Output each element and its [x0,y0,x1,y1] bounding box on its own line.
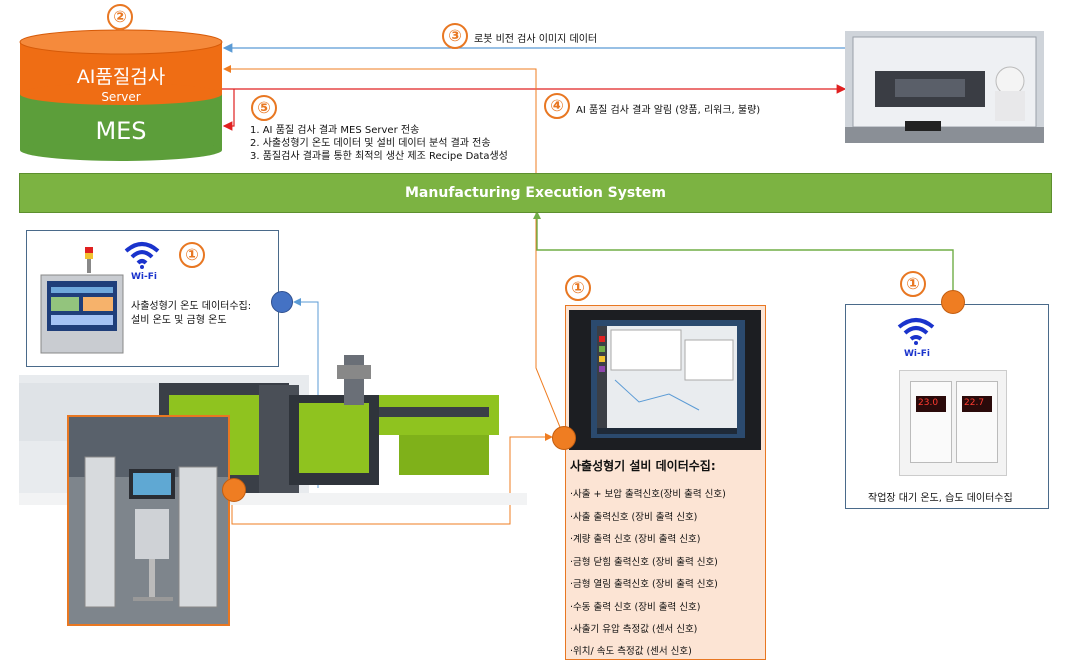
flow5-list: 1. AI 품질 검사 결과 MES Server 전송 2. 사출성형기 온도… [250,124,508,163]
flow3-label: 로봇 비전 검사 이미지 데이터 [474,34,598,45]
equipment-item: ·사출 출력신호 (장비 출력 신호) [570,512,698,523]
sensor-photo: 23.0 22.7 [899,370,1007,476]
equipment-connector-dot [552,426,576,450]
temp-line1: 사출성형기 온도 데이터수집: [131,301,252,312]
server-label: Server [101,90,141,104]
temperature-panel: Wi-Fi ① 사출성형기 온도 데이터수집: 설비 온도 및 금형 온도 [26,230,279,367]
step-5-badge: ⑤ [251,95,277,121]
equipment-item: ·수동 출력 신호 (장비 출력 신호) [570,602,701,613]
step-1-badge-env: ① [900,271,926,297]
step-3-badge: ③ [442,23,468,49]
equipment-title: 사출성형기 설비 데이터수집: [570,459,716,473]
flow5-item: 1. AI 품질 검사 결과 MES Server 전송 [250,125,420,136]
monitor-photo [569,310,761,450]
mes-system-bar: Manufacturing Execution System [19,173,1052,213]
step-1-badge: ① [179,242,205,268]
mes-label: MES [95,117,147,145]
ai-quality-label: AI품질검사 [76,66,166,88]
control-cabinet-photo [67,415,230,626]
step-2-badge: ② [107,4,133,30]
flow5-item: 3. 품질검사 결과를 통한 최적의 생산 제조 Recipe Data생성 [250,151,508,162]
cabinet-connector-dot [222,478,246,502]
robot-vision-photo [845,31,1044,143]
flow5-item: 2. 사출성형기 온도 데이터 및 설비 데이터 분석 결과 전송 [250,138,491,149]
database-cylinder: AI품질검사 Server MES [19,28,223,162]
temp-line2: 설비 온도 및 금형 온도 [131,315,227,326]
env-connector-dot [941,290,965,314]
equipment-item: ·금형 닫힘 출력신호 (장비 출력 신호) [570,557,718,568]
equipment-item: ·위치/ 속도 측정값 (센서 신호) [570,646,692,657]
equipment-data-box: 사출성형기 설비 데이터수집: ·사출 + 보압 출력신호(장비 출력 신호) … [565,305,766,660]
temperature-controller-image [39,245,125,355]
equipment-item: ·계량 출력 신호 (장비 출력 신호) [570,534,701,545]
sensor-device-2: 22.7 [956,381,998,463]
green-to-mes-line [536,213,954,300]
env-caption: 작업장 대기 온도, 습도 데이터수집 [868,493,1013,504]
wifi-icon [123,241,161,273]
temp-connector-dot [271,291,293,313]
equipment-item: ·사출 + 보압 출력신호(장비 출력 신호) [570,489,726,500]
wifi-label: Wi-Fi [131,272,157,282]
cabinet-to-equipment-line [231,433,553,525]
flow5-bracket [222,89,235,131]
sensor2-reading: 22.7 [964,398,985,408]
step-4-badge: ④ [544,93,570,119]
equipment-item: ·금형 열림 출력신호 (장비 출력 신호) [570,579,718,590]
environment-panel: Wi-Fi 23.0 22.7 작업장 대기 온도, 습도 데이터수집 [845,304,1049,509]
flow4-label: AI 품질 검사 결과 알림 (양품, 리워크, 불량) [576,105,761,116]
wifi-icon [896,317,936,349]
wifi-label: Wi-Fi [904,349,930,359]
equipment-item: ·사출기 유압 측정값 (센서 신호) [570,624,698,635]
sensor-device-1: 23.0 [910,381,952,463]
step-1-badge-equipment: ① [565,275,591,301]
sensor1-reading: 23.0 [918,398,939,408]
